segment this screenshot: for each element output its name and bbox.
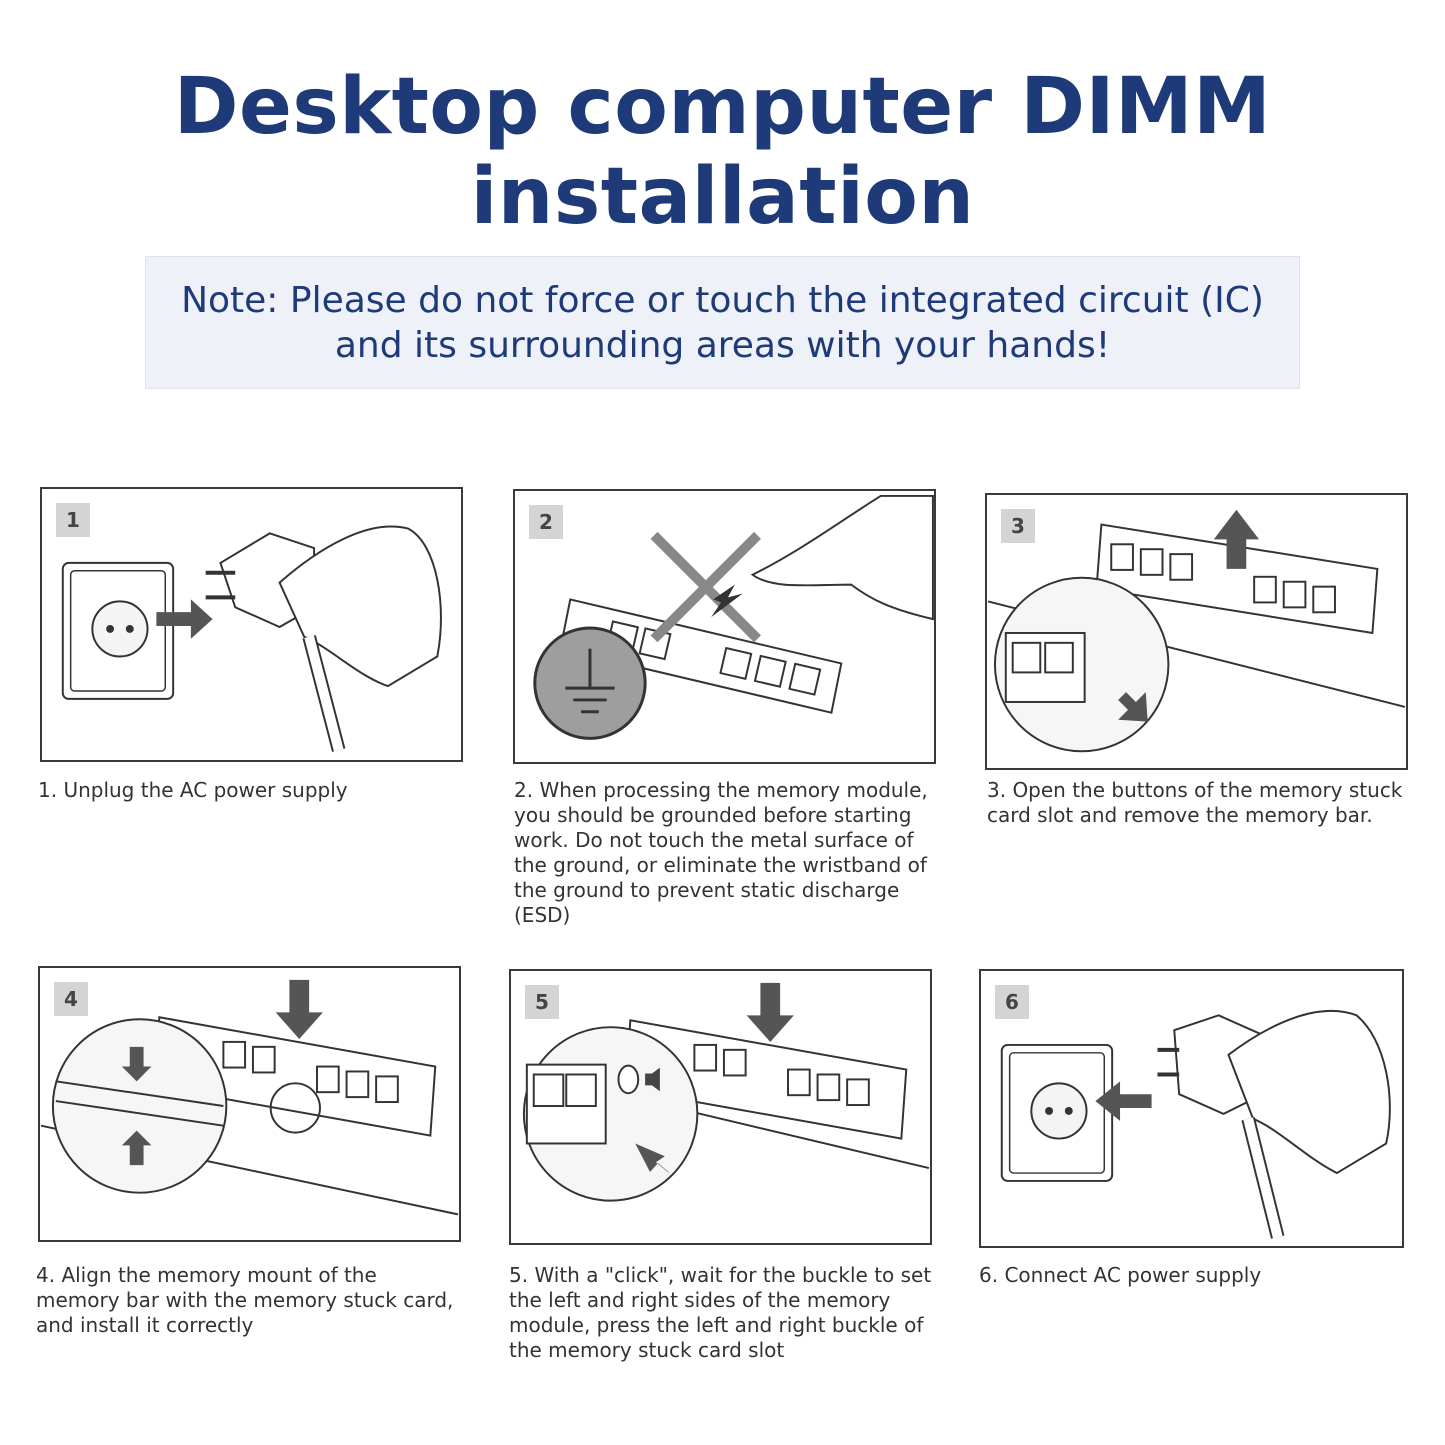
- step-badge: 6: [995, 985, 1029, 1019]
- step-3-panel: 3: [985, 493, 1408, 770]
- note-line-2: and its surrounding areas with your hand…: [334, 324, 1111, 366]
- step-4-panel: 4: [38, 966, 461, 1242]
- remove-memory-illustration: [987, 509, 1406, 753]
- step-badge: 3: [1001, 509, 1035, 543]
- align-memory-illustration: [40, 979, 459, 1216]
- step-1-panel: 1: [40, 487, 463, 762]
- step-2-caption: 2. When processing the memory module, yo…: [514, 778, 928, 927]
- grounding-illustration: [533, 494, 934, 740]
- step-badge: 4: [54, 982, 88, 1016]
- step-5-caption: 5. With a "click", wait for the buckle t…: [509, 1263, 932, 1362]
- step-1-caption: 1. Unplug the AC power supply: [38, 778, 348, 802]
- step-4-caption: 4. Align the memory mount of the memory …: [36, 1263, 454, 1337]
- step-5-panel: 5: [509, 969, 932, 1245]
- step-badge: 5: [525, 985, 559, 1019]
- note-line-1: Note: Please do not force or touch the i…: [181, 279, 1264, 321]
- step-6-caption: 6. Connect AC power supply: [979, 1263, 1262, 1287]
- step-badge: 1: [56, 503, 90, 537]
- step-badge: 2: [529, 505, 563, 539]
- page-title: Desktop computer DIMM installation: [173, 62, 1272, 242]
- step-3-caption: 3. Open the buttons of the memory stuck …: [987, 778, 1403, 827]
- step-6-panel: 6: [979, 969, 1404, 1248]
- click-buckle-illustration: [522, 982, 930, 1202]
- warning-note: Note: Please do not force or touch the i…: [145, 256, 1300, 389]
- unplug-illustration: [61, 525, 442, 752]
- step-2-panel: 2: [513, 489, 936, 764]
- plug-in-illustration: [1000, 1010, 1391, 1239]
